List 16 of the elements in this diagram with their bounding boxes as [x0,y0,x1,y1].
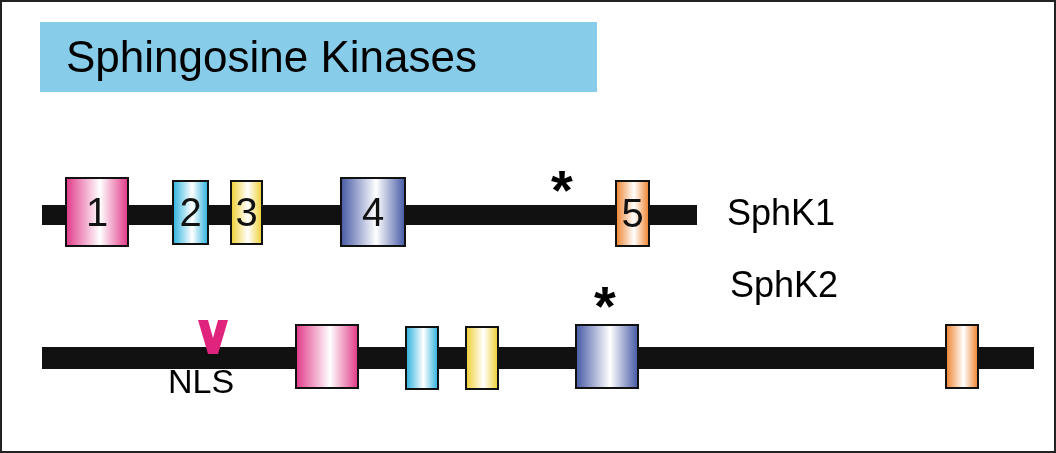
domain-box [575,324,639,389]
domain-box: 4 [340,177,406,247]
domain-box: 3 [230,180,263,245]
protein-name: SphK1 [727,192,836,234]
domain-box: 1 [65,177,129,247]
domain-box [945,324,979,389]
domain-box [405,326,439,390]
domain-box: 5 [615,180,650,247]
title-banner: Sphingosine Kinases [40,22,597,92]
domain-box [465,326,499,390]
asterisk-mark: * [594,278,616,334]
asterisk-mark: * [551,162,573,218]
domain-box: 2 [172,180,209,245]
domain-box [295,324,359,389]
motif-label: NLS [168,364,235,398]
protein-name: SphK2 [730,264,839,306]
